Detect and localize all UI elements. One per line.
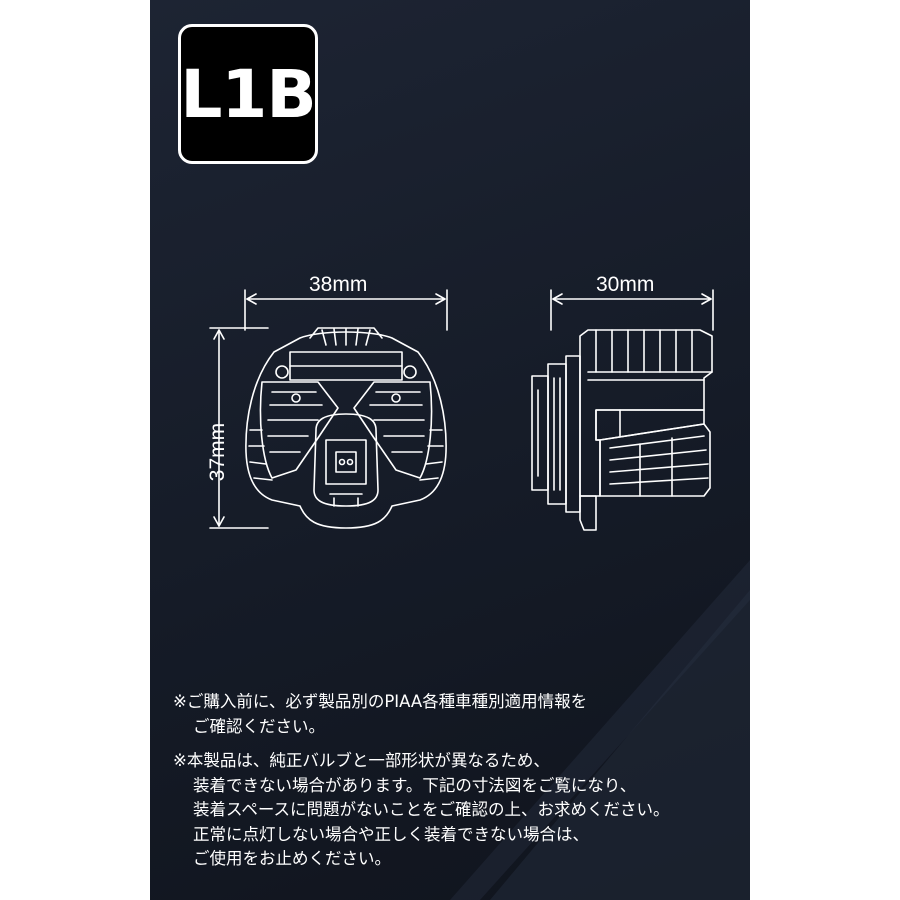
note-line: ※ご購入前に、必ず製品別のPIAA各種車種別適用情報を [173, 692, 588, 711]
note-line: 正常に点灯しない場合や正しく装着できない場合は、 [193, 824, 589, 844]
note-fitment: ※本製品は、純正バルブと一部形状が異なるため、 装着できない場合があります。下記… [173, 749, 733, 872]
side-depth-dimension [550, 289, 714, 331]
bulb-side-view [531, 329, 713, 531]
bulb-front-view [245, 327, 447, 529]
panel-sheen [450, 560, 750, 900]
notes-block: ※ご購入前に、必ず製品別のPIAA各種車種別適用情報を ご確認ください。 ※本製… [173, 690, 733, 882]
note-line: 装着できない場合があります。下記の寸法図をご覧になり、 [193, 775, 637, 795]
note-line: ご使用をお止めください。 [193, 849, 391, 868]
front-width-label: 38mm [309, 273, 368, 296]
note-line: ご確認ください。 [193, 716, 325, 736]
note-purchase: ※ご購入前に、必ず製品別のPIAA各種車種別適用情報を ご確認ください。 [173, 690, 733, 739]
note-line: 装着スペースに問題がないことをご確認の上、お求めください。 [193, 800, 670, 819]
side-depth-label: 30mm [596, 273, 655, 296]
note-line: ※本製品は、純正バルブと一部形状が異なるため、 [173, 751, 550, 770]
model-badge: L1B [178, 24, 318, 164]
front-width-dimension [244, 289, 448, 331]
model-badge-label: L1B [180, 55, 316, 133]
front-height-dimension [209, 327, 269, 529]
